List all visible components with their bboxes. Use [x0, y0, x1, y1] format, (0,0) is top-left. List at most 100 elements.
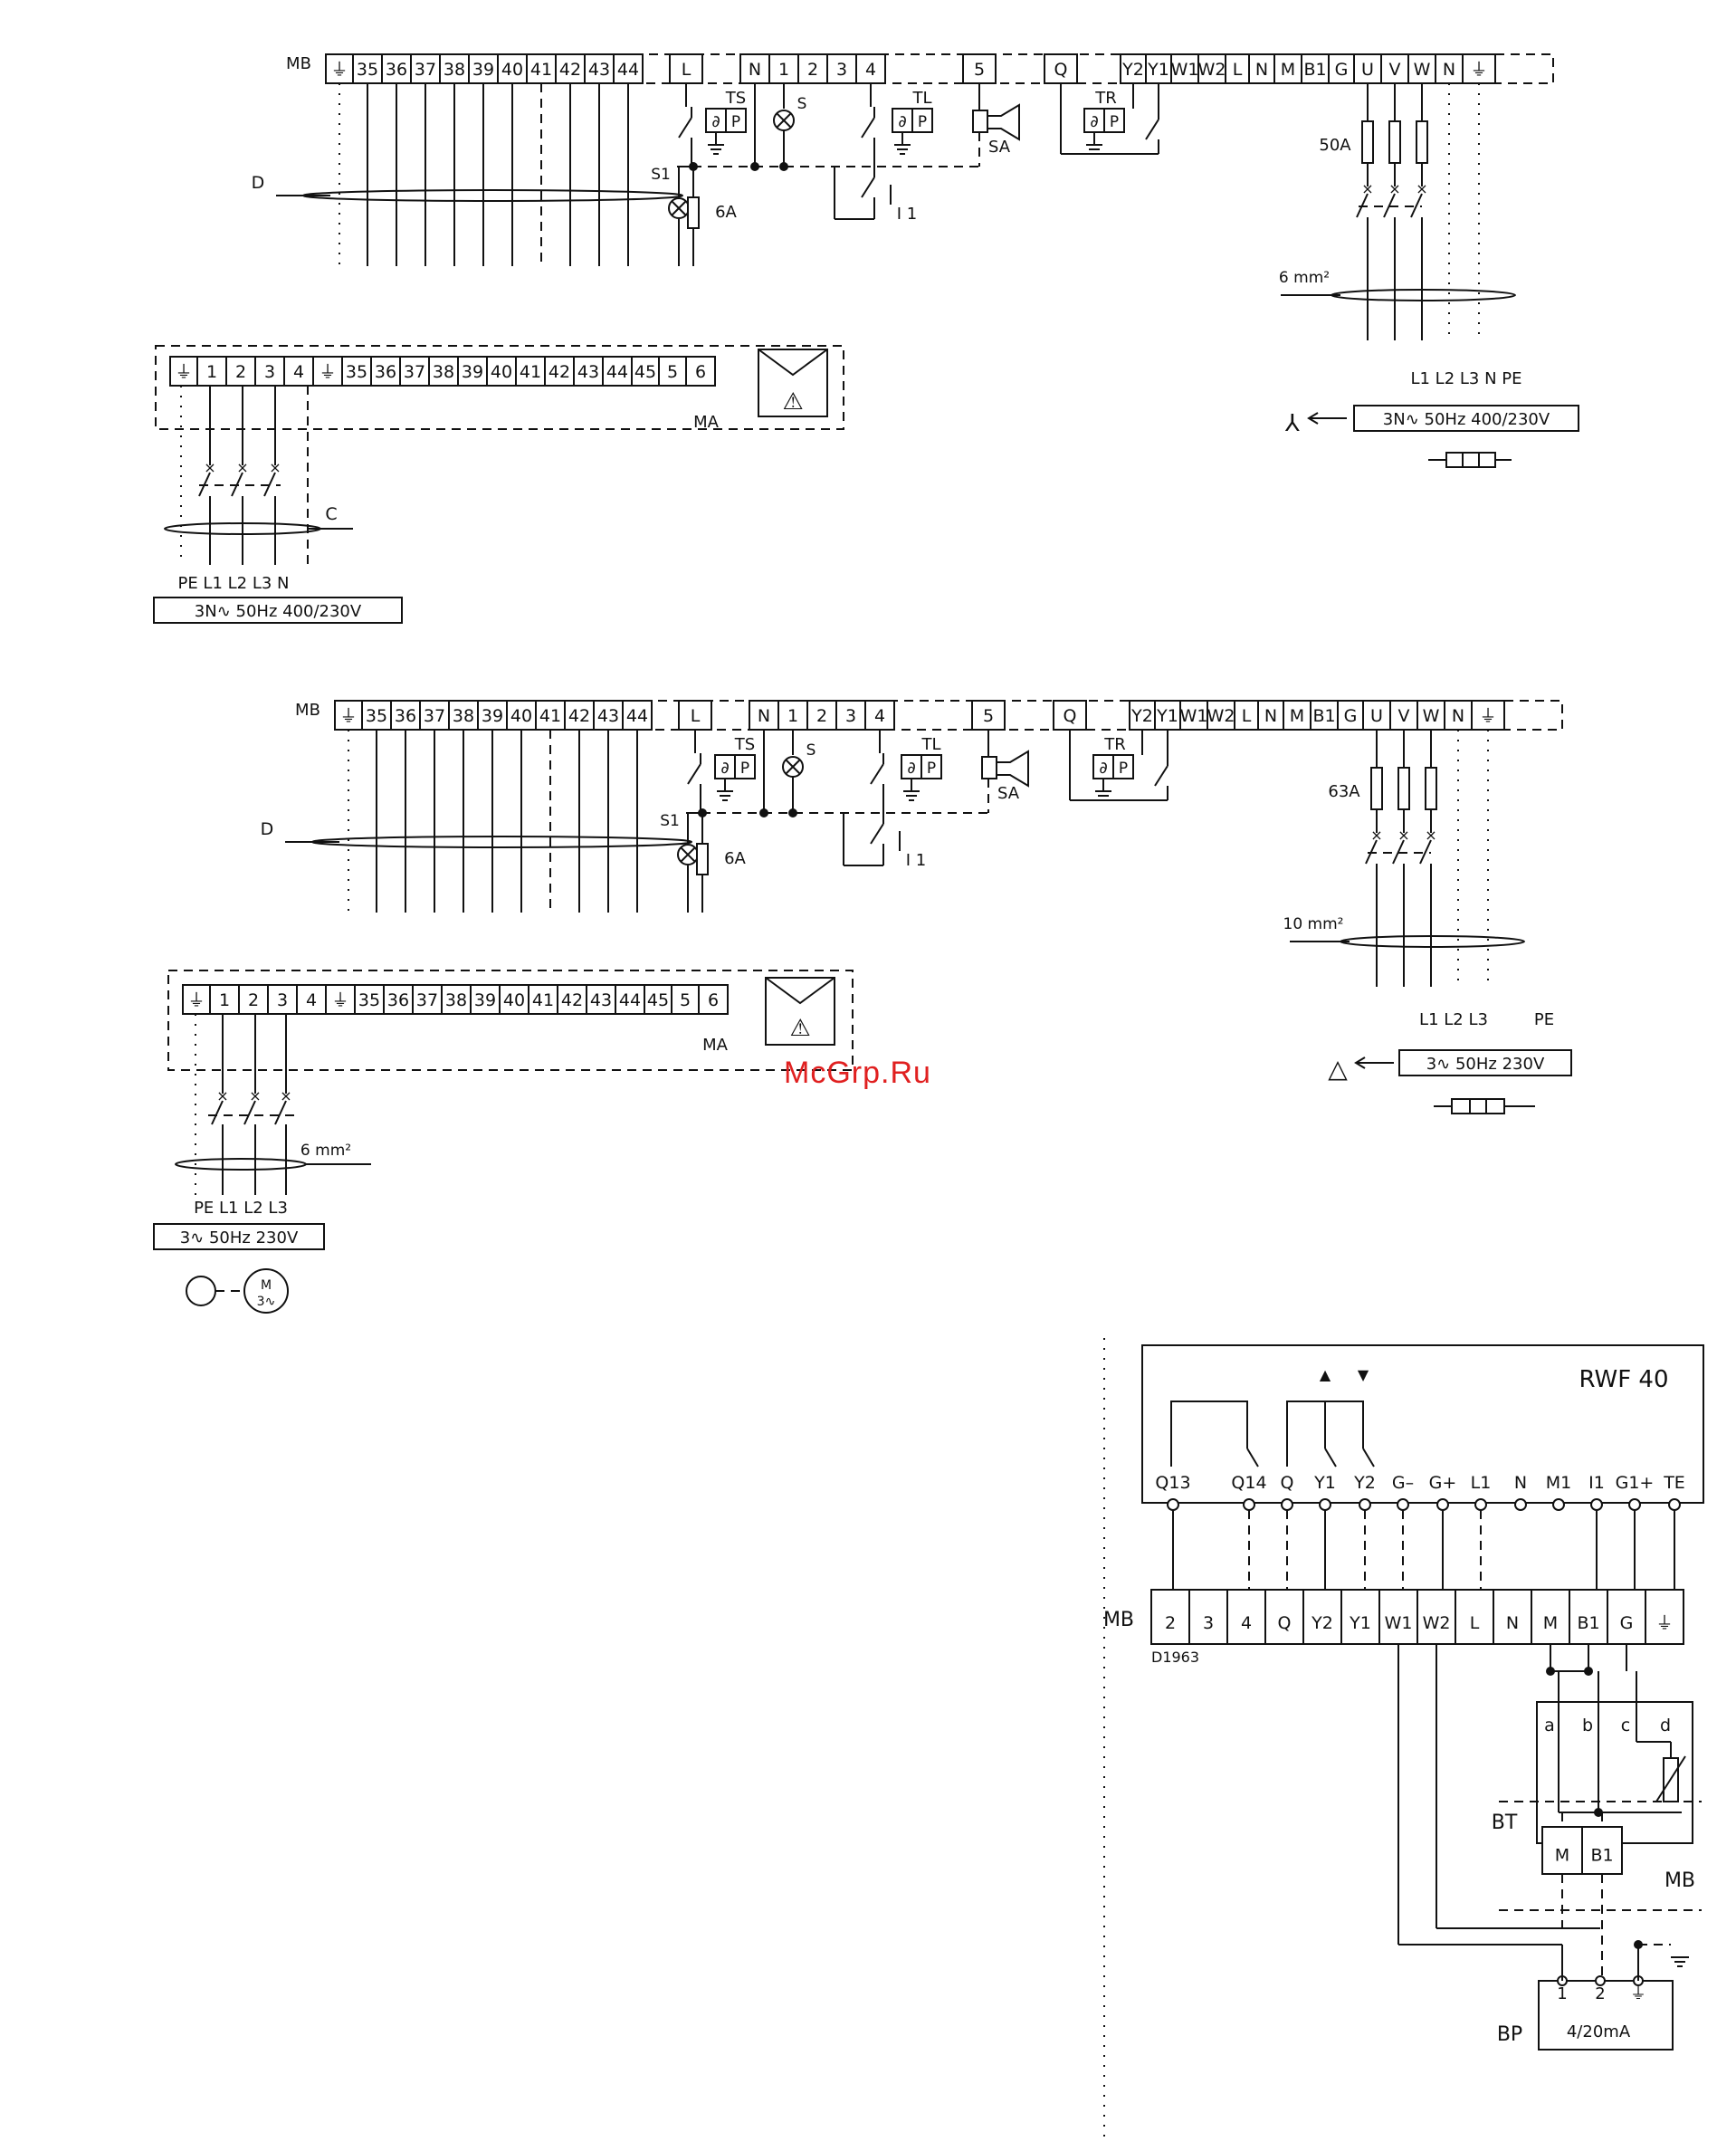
mb3-terminal [1188, 1589, 1228, 1645]
ma-terminal-label: 1 [206, 362, 217, 382]
sa-coil [972, 110, 988, 133]
mb-terminal-label: G [1335, 60, 1349, 80]
link-bar-icon [1445, 452, 1496, 468]
ma-terminal [528, 984, 558, 1015]
sa-label: SA [988, 138, 1011, 157]
mb-terminal-label: G [1344, 706, 1358, 726]
cable-bundle-icon [302, 189, 683, 202]
mb3-terminal-label: Y1 [1349, 1613, 1371, 1633]
bp-terminal [1595, 1975, 1606, 1986]
mb-terminal-label: 39 [482, 706, 503, 726]
tr-pressure [1112, 754, 1134, 779]
rwf40-terminal-label: Q13 [1155, 1473, 1190, 1493]
down-arrow-icon: ▼ [1358, 1366, 1369, 1383]
ma-motor-icon [765, 977, 835, 1005]
ma-motor-icon: ⚠ [782, 388, 803, 416]
mb3-terminal [1569, 1589, 1608, 1645]
mb-label: MB [286, 54, 311, 73]
ma-terminal [441, 984, 472, 1015]
ma-label: MA [693, 413, 720, 432]
junction-dot [1634, 1940, 1643, 1949]
bt-label: BT [1492, 1812, 1518, 1834]
mb-terminal-label: N [1264, 706, 1277, 726]
mb-terminal-label: 40 [501, 60, 523, 80]
mb-terminal-label: 1 [778, 60, 789, 80]
rwf40-box [1141, 1344, 1704, 1504]
sa-coil [981, 756, 997, 779]
mb-terminal-label: 2 [807, 60, 818, 80]
mb3-terminal [1378, 1589, 1418, 1645]
ma-terminal-label: 44 [606, 362, 628, 382]
rwf40-terminal [1628, 1498, 1641, 1511]
rwf40-terminal [1397, 1498, 1409, 1511]
ma-terminal [254, 356, 285, 387]
rwf40-terminal-label: L1 [1471, 1473, 1492, 1493]
supply-right: 3∿ 50Hz 230V [1426, 1055, 1545, 1074]
supply-right-box [1398, 1049, 1572, 1076]
contactor-mark: × [204, 459, 215, 476]
mb-terminal-label: B1 [1303, 60, 1326, 80]
ts-switch-contact [687, 763, 701, 785]
ma-terminal-label: 36 [375, 362, 396, 382]
ts-label: TS [734, 735, 755, 754]
mb-terminal-label: W [1423, 706, 1440, 726]
tl-pressure-label: P [918, 113, 927, 131]
drawing-code: D1963 [1151, 1649, 1199, 1666]
s-label: S [806, 741, 816, 760]
ma-terminal [428, 356, 459, 387]
mb-terminal-label: L [1233, 60, 1243, 80]
rwf40-terminal [1514, 1498, 1527, 1511]
contactor-mark: × [1416, 180, 1427, 197]
junction-dot [759, 808, 768, 817]
rwf40-terminal [1474, 1498, 1487, 1511]
ma-frame [155, 345, 844, 430]
ts-pressure [725, 108, 747, 133]
contactor-mark: × [1425, 827, 1436, 844]
phases-left: PE L1 L2 L3 [194, 1199, 288, 1218]
ma-terminal [225, 356, 256, 387]
tl-pressure-label: P [927, 760, 936, 778]
wire [1246, 1448, 1259, 1467]
ma-terminal-label: 38 [445, 990, 467, 1010]
contactor-mark: × [1388, 180, 1400, 197]
relay-contact [1170, 1401, 1248, 1467]
mb-terminal-label: 35 [366, 706, 387, 726]
ts-label: TS [725, 89, 746, 108]
ma-terminal-label: 35 [358, 990, 380, 1010]
bp-label: BP [1497, 2023, 1522, 2046]
ma-terminal [573, 356, 604, 387]
phases-right: L1 L2 L3 [1419, 1010, 1488, 1029]
ma-terminal [196, 356, 227, 387]
ma-terminal-label: 43 [577, 362, 599, 382]
mb-terminal-label: W1 [1180, 706, 1208, 726]
horn-icon [987, 103, 1020, 141]
junction-dot [1546, 1667, 1555, 1676]
ma-terminal-label: 1 [219, 990, 230, 1010]
mb-terminal-label: 42 [568, 706, 590, 726]
cable-label-D: D [252, 173, 265, 193]
mb-terminal [1053, 700, 1087, 731]
rwf40-terminal [1319, 1498, 1331, 1511]
cable-label-D: D [261, 819, 274, 839]
mb2-terminal [1581, 1826, 1623, 1875]
delta-connection-icon: △ [1328, 1054, 1348, 1084]
tl-label: TL [920, 735, 940, 754]
i1-contact-contact [870, 823, 884, 845]
i1-label: I 1 [906, 851, 926, 870]
ma-terminal-label: ⏚ [319, 362, 336, 382]
supply-left-box [153, 597, 403, 624]
tr-switch-contact [1154, 765, 1168, 787]
ma-motor-icon [758, 349, 828, 377]
mb-terminal-label: N [749, 60, 761, 80]
tl-pressure [911, 108, 933, 133]
cable-bundle-icon [1340, 935, 1525, 948]
ma-motor-icon: ⚠ [789, 1015, 810, 1042]
mb-terminal-label: B1 [1312, 706, 1335, 726]
rwf40-terminal-label: G+ [1429, 1473, 1457, 1493]
ma-terminal-label: 41 [532, 990, 554, 1010]
mb-terminal-label: 4 [865, 60, 876, 80]
sa-label: SA [997, 784, 1020, 803]
mb-terminal [1362, 700, 1391, 731]
mb3-terminal-label: ⏚ [1655, 1613, 1673, 1633]
